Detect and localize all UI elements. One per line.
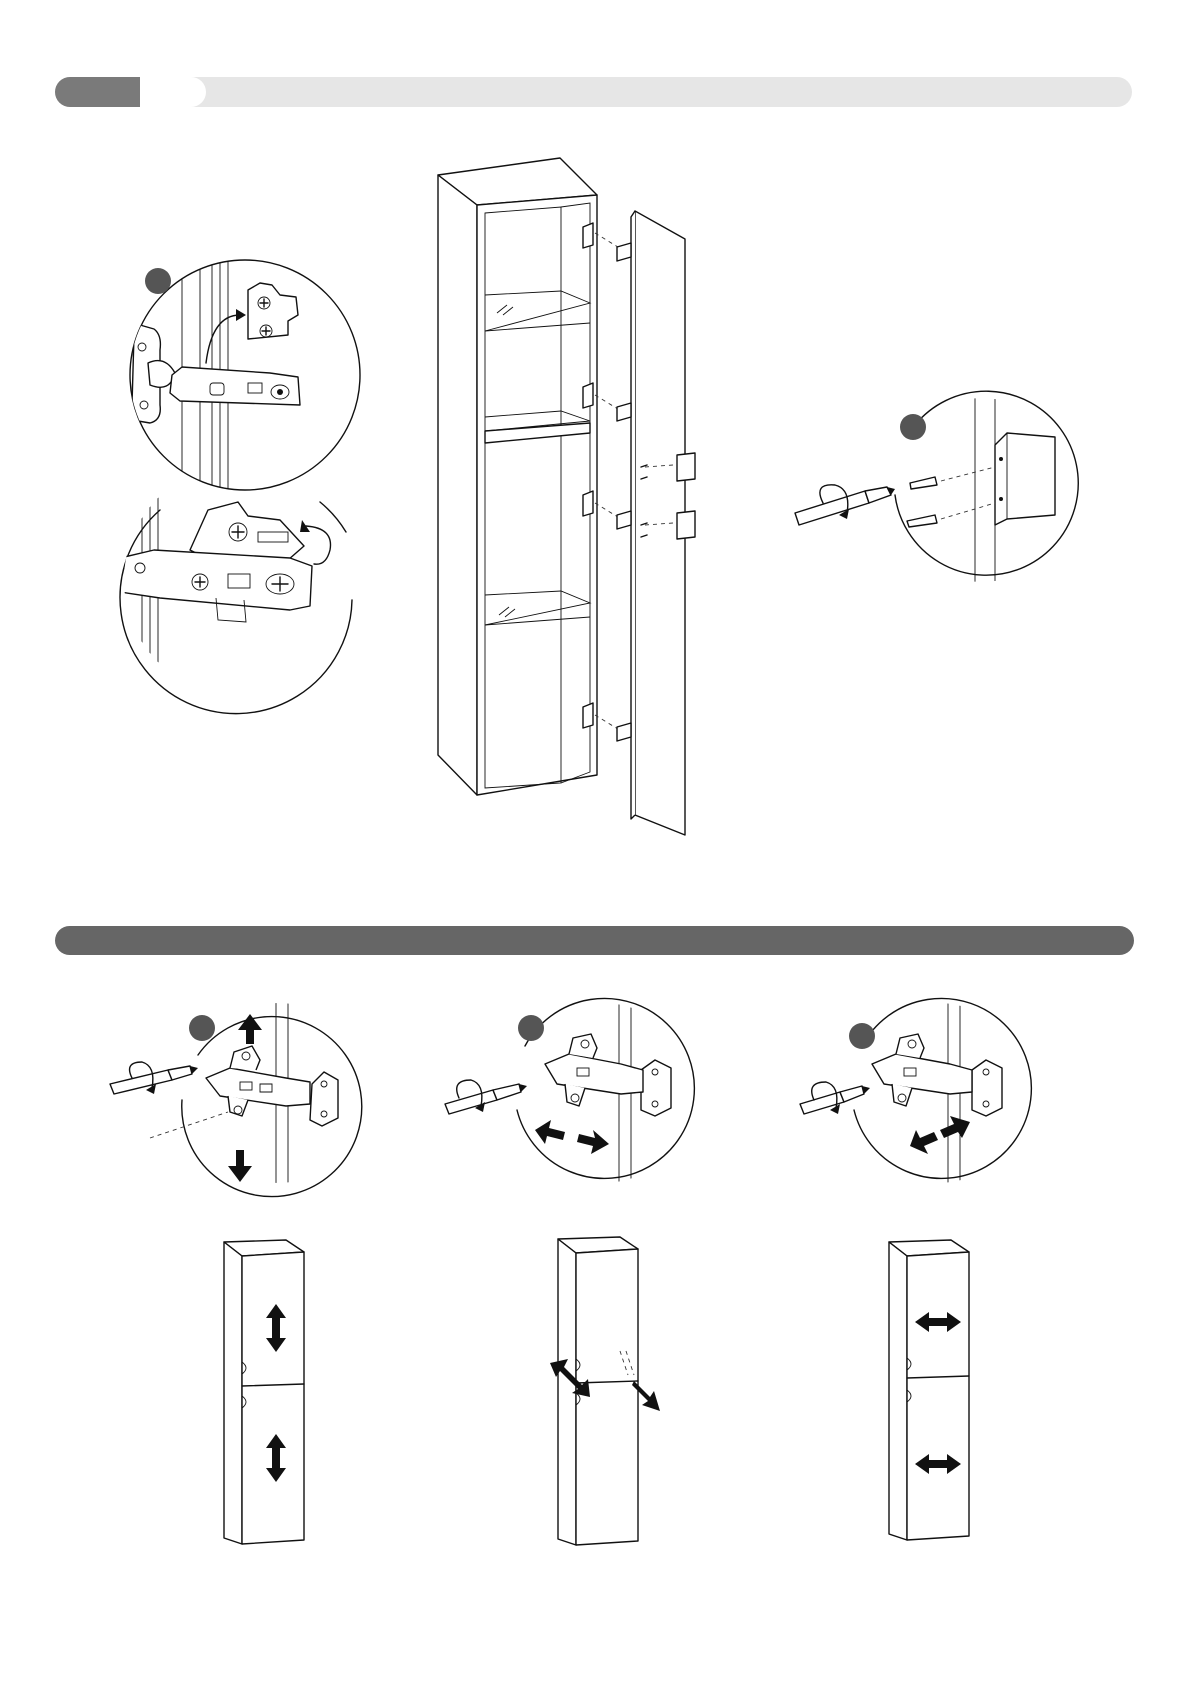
hinge-clip-lock-icon (120, 480, 360, 700)
step-badge (189, 1015, 215, 1041)
step-badge (849, 1023, 875, 1049)
hinge-clip-on-icon (120, 255, 360, 495)
step-badge (518, 1015, 544, 1041)
header-bar-graphic (55, 77, 1132, 107)
hinge-height-adjust-icon (110, 1000, 360, 1190)
screwdriver-handle-icon (795, 395, 1085, 595)
cabinet-side-adjust-icon (885, 1238, 975, 1546)
cabinet-vertical-adjust-icon (220, 1238, 310, 1546)
hinge-depth-adjust-icon (445, 1000, 695, 1190)
step-badge (900, 414, 926, 440)
tall-cabinet-exploded-icon (435, 155, 695, 845)
cabinet-depth-adjust (550, 1235, 670, 1550)
handle-screw-detail (795, 395, 1085, 595)
hinge-side-adjust-icon (800, 1000, 1050, 1190)
hinge-clip-on-detail (120, 255, 360, 495)
cabinet-depth-adjust-icon (550, 1235, 670, 1550)
section-header-bar (55, 926, 1134, 955)
step-badge (145, 268, 171, 294)
hinge-side-adjust-detail (800, 1000, 1050, 1190)
hinge-clip-lock-detail (120, 480, 360, 700)
section-header-bar (55, 77, 1132, 107)
header-bar-graphic (55, 926, 1134, 955)
cabinet-exploded-view (435, 155, 695, 845)
cabinet-vertical-adjust (220, 1238, 310, 1546)
hinge-height-adjust-detail (110, 1000, 360, 1190)
cabinet-side-adjust (885, 1238, 975, 1546)
hinge-depth-adjust-detail (445, 1000, 695, 1190)
